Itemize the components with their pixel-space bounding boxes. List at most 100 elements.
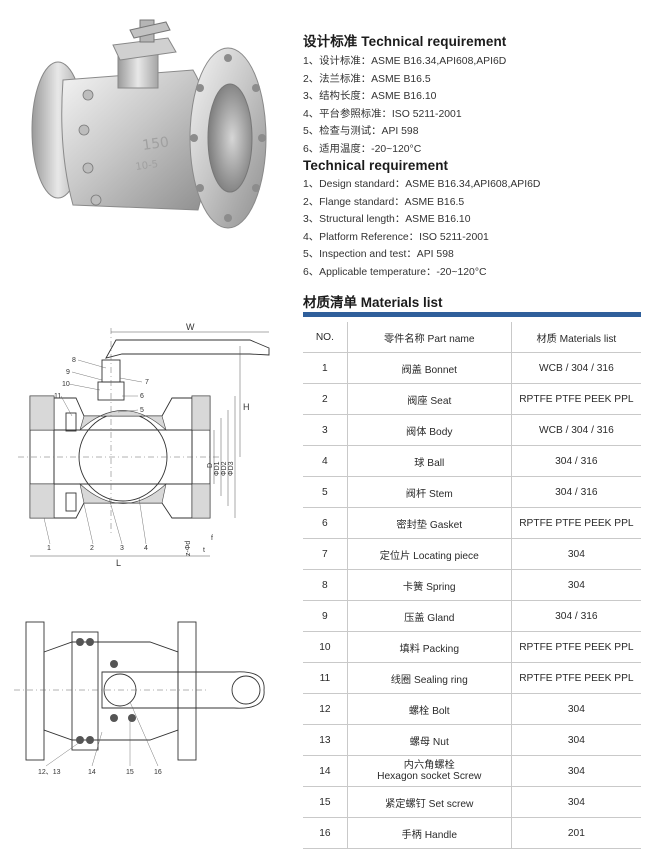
spec-cn-section: 设计标准 Technical requirement 1、设计标准：ASME B… <box>303 30 655 159</box>
dim-l-label: L <box>116 558 121 568</box>
callout-12-13: 12、13 <box>38 769 61 776</box>
cell-no: 16 <box>303 817 348 849</box>
table-row: 12 螺栓 Bolt 304 <box>303 693 641 725</box>
cell-part: 球 Ball <box>347 445 512 477</box>
table-row: 3 阀体 Body WCB / 304 / 316 <box>303 414 641 446</box>
cell-material: 304 <box>511 569 641 601</box>
cell-no: 14 <box>303 755 348 787</box>
spec-cn-item: 5、检查与测试：API 598 <box>303 126 419 138</box>
cell-material: 304 / 316 <box>511 476 641 508</box>
cell-material: RPTFE PTFE PEEK PPL <box>511 383 641 415</box>
cell-no: 6 <box>303 507 348 539</box>
dim-f-label: f <box>211 535 213 542</box>
callout-2: 2 <box>90 545 94 552</box>
cell-part: 阀杆 Stem <box>347 476 512 508</box>
table-row: 14 内六角螺栓 Hexagon socket Screw 304 <box>303 755 641 787</box>
cell-part: 紧定螺钉 Set screw <box>347 786 512 818</box>
cell-part: 定位片 Locating piece <box>347 538 512 570</box>
cell-material: WCB / 304 / 316 <box>511 414 641 446</box>
cell-no: 8 <box>303 569 348 601</box>
dim-t-label: t <box>203 547 205 554</box>
callout-7: 7 <box>145 379 149 386</box>
cell-material: 304 / 316 <box>511 445 641 477</box>
cell-no: 10 <box>303 631 348 663</box>
cell-material: 304 <box>511 693 641 725</box>
table-row: 5 阀杆 Stem 304 / 316 <box>303 476 641 508</box>
cell-part: 手柄 Handle <box>347 817 512 849</box>
table-row: 4 球 Ball 304 / 316 <box>303 445 641 477</box>
dim-d1-label: ΦD1 <box>214 461 221 476</box>
cell-no: 13 <box>303 724 348 756</box>
cell-no: 12 <box>303 693 348 725</box>
cell-material: 201 <box>511 817 641 849</box>
cell-material: WCB / 304 / 316 <box>511 352 641 384</box>
spec-en-item: 1、Design standard：ASME B16.34,API608,API… <box>303 179 541 190</box>
table-row: 9 压盖 Gland 304 / 316 <box>303 600 641 632</box>
cell-part: 阀座 Seat <box>347 383 512 415</box>
cell-material: RPTFE PTFE PEEK PPL <box>511 507 641 539</box>
cell-no: 5 <box>303 476 348 508</box>
cell-no: 2 <box>303 383 348 415</box>
table-row: 10 填料 Packing RPTFE PTFE PEEK PPL <box>303 631 641 663</box>
photo-marking-size: 150 <box>141 134 170 154</box>
ball-valve-photo: 150 10-5 <box>31 19 267 229</box>
cell-material: 304 <box>511 755 641 787</box>
photo-marking-class: 10-5 <box>135 159 159 173</box>
cell-part: 压盖 Gland <box>347 600 512 632</box>
table-row: 16 手柄 Handle 201 <box>303 817 641 849</box>
spec-en-title: Technical requirement <box>303 158 449 173</box>
cell-part: 线圈 Sealing ring <box>347 662 512 694</box>
sectional-drawing: W H L D ΦD1 ΦD2 ΦD3 z-Φd f t 8 9 10 11 7… <box>18 322 270 568</box>
header-no: NO. <box>303 322 348 353</box>
table-row: 11 线圈 Sealing ring RPTFE PTFE PEEK PPL <box>303 662 641 694</box>
dim-nd-label: z-Φd <box>185 541 192 556</box>
cell-part: 内六角螺栓 Hexagon socket Screw <box>347 755 512 787</box>
spec-cn-title: 设计标准 Technical requirement <box>303 34 507 49</box>
materials-title-bar <box>303 312 641 317</box>
cell-part: 阀盖 Bonnet <box>347 352 512 384</box>
cell-material: 304 <box>511 538 641 570</box>
table-row: 13 螺母 Nut 304 <box>303 724 641 756</box>
cell-material: 304 <box>511 786 641 818</box>
dim-d2-label: ΦD2 <box>221 461 228 476</box>
table-header-row: NO. 零件名称 Part name 材质 Materials list <box>303 322 641 353</box>
cell-part-en: Hexagon socket Screw <box>377 771 482 782</box>
callout-8: 8 <box>72 357 76 364</box>
table-row: 1 阀盖 Bonnet WCB / 304 / 316 <box>303 352 641 384</box>
callout-4: 4 <box>144 545 148 552</box>
dim-d3-label: ΦD3 <box>228 461 235 476</box>
cell-no: 11 <box>303 662 348 694</box>
callout-15: 15 <box>126 769 134 776</box>
callout-11: 11 <box>54 393 61 400</box>
cell-no: 3 <box>303 414 348 446</box>
cell-material: 304 <box>511 724 641 756</box>
spec-en-item: 6、Applicable temperature：-20~120°C <box>303 266 487 278</box>
callout-5: 5 <box>140 407 144 414</box>
cell-part: 阀体 Body <box>347 414 512 446</box>
cell-material: RPTFE PTFE PEEK PPL <box>511 631 641 663</box>
header-material: 材质 Materials list <box>511 322 641 353</box>
callout-14: 14 <box>88 769 96 776</box>
cell-no: 4 <box>303 445 348 477</box>
table-row: 6 密封垫 Gasket RPTFE PTFE PEEK PPL <box>303 507 641 539</box>
spec-cn-item: 4、平台参照标准：ISO 5211-2001 <box>303 108 462 120</box>
spec-en-section: Technical requirement 1、Design standard：… <box>303 158 655 282</box>
table-row: 8 卡簧 Spring 304 <box>303 569 641 601</box>
cell-part: 填料 Packing <box>347 631 512 663</box>
cell-no: 1 <box>303 352 348 384</box>
cell-no: 7 <box>303 538 348 570</box>
cell-no: 15 <box>303 786 348 818</box>
table-row: 15 紧定螺钉 Set screw 304 <box>303 786 641 818</box>
spec-cn-item: 1、设计标准：ASME B16.34,API608,API6D <box>303 56 507 67</box>
dim-w-label: W <box>186 322 195 332</box>
cell-part: 螺栓 Bolt <box>347 693 512 725</box>
spec-en-item: 5、Inspection and test：API 598 <box>303 249 454 261</box>
dim-d-label: D <box>207 463 214 468</box>
callout-3: 3 <box>120 545 124 552</box>
cell-part: 螺母 Nut <box>347 724 512 756</box>
table-row: 7 定位片 Locating piece 304 <box>303 538 641 570</box>
callout-9: 9 <box>66 369 70 376</box>
spec-en-item: 3、Structural length：ASME B16.10 <box>303 214 471 226</box>
cell-part: 卡簧 Spring <box>347 569 512 601</box>
cell-no: 9 <box>303 600 348 632</box>
